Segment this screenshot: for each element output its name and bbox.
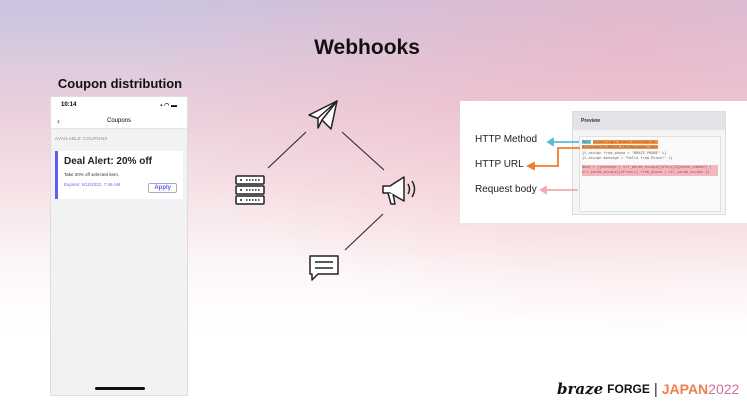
code-method: POST — [582, 140, 591, 144]
logo-year: 2022 — [708, 381, 740, 397]
code-url: https://api.braze.com/2016-04-01/Account… — [582, 140, 658, 150]
back-icon[interactable]: ‹ — [57, 115, 60, 126]
time: 10:14 — [61, 102, 77, 108]
section-label: AVAILABLE COUPONS — [55, 136, 108, 141]
signal-wifi-battery-icon: ▪ ◠ ▬ — [160, 102, 177, 109]
nav-bar: ‹ Coupons — [51, 113, 187, 129]
code-body: Body = {{message | url_param_escape}}&To… — [582, 165, 718, 176]
coupon-heading: Coupon distribution — [57, 76, 183, 91]
preview-box: Preview POST https://api.braze.com/2016-… — [572, 111, 726, 215]
logo-event: FORGE — [607, 382, 650, 396]
logo-brand: braze — [557, 380, 604, 398]
coupon-expiry: Expires: 5/11/2022, 7:45 AM — [64, 182, 121, 187]
webhook-code: POST https://api.braze.com/2016-04-01/Ac… — [579, 136, 721, 212]
connector-line — [344, 213, 384, 251]
megaphone-icon — [382, 176, 416, 205]
chat-icon — [309, 255, 339, 281]
connector-line — [267, 131, 307, 169]
coupon-desc: Take 20% off selected item. — [64, 172, 119, 177]
url-arrow — [530, 147, 580, 167]
preview-title: Preview — [573, 112, 725, 130]
label-request-body: Request body — [475, 184, 537, 195]
server-icon — [235, 175, 265, 205]
label-http-method: HTTP Method — [475, 134, 538, 145]
coupon-title: Deal Alert: 20% off — [64, 156, 152, 167]
apply-button[interactable]: Apply — [148, 183, 177, 193]
home-indicator — [95, 387, 145, 390]
status-bar: 10:14 ▪ ◠ ▬ — [51, 97, 187, 113]
paper-plane-icon — [308, 100, 338, 130]
code-line: {% assign message = "Hello from Braze!" … — [582, 155, 673, 160]
connector-line — [341, 131, 385, 171]
code-line: {% assign from_phone = "BRAZE_PHONE" %} — [582, 150, 667, 155]
nav-title: Coupons — [106, 117, 132, 124]
label-http-url: HTTP URL — [475, 159, 524, 170]
logo-location: JAPAN — [661, 381, 709, 397]
slide-title: Webhooks — [314, 36, 420, 59]
phone-screenshot: 10:14 ▪ ◠ ▬ ‹ Coupons AVAILABLE COUPONS De… — [50, 96, 188, 396]
coupon-card[interactable]: Deal Alert: 20% off Take 20% off selecte… — [55, 151, 183, 199]
